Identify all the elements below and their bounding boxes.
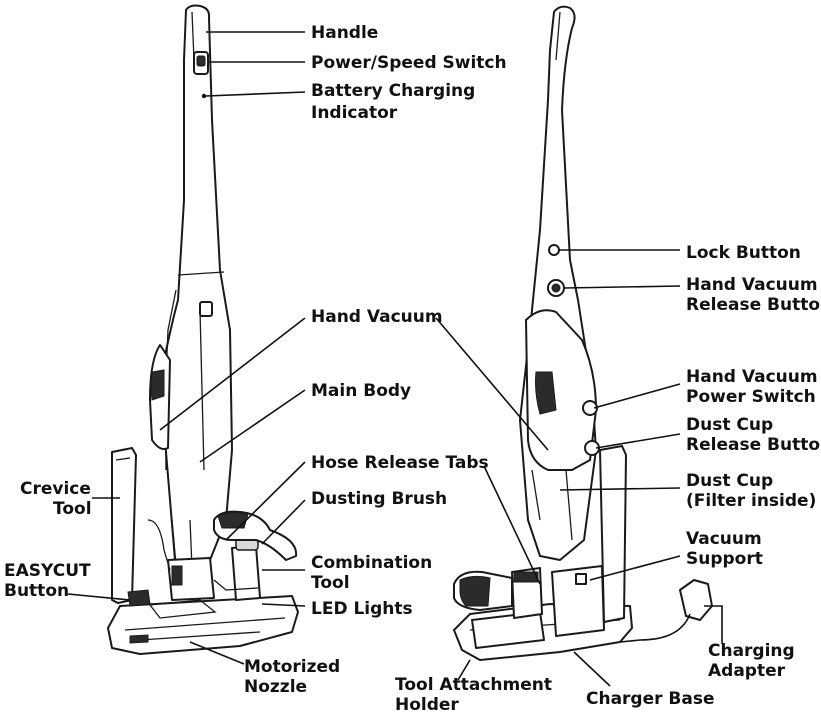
- label-easycut-1: EASYCUT: [4, 561, 91, 581]
- labels: Handle Power/Speed Switch Battery Chargi…: [4, 23, 821, 714]
- front-view-vacuum: [107, 4, 299, 655]
- label-dust-cup-1: Dust Cup: [686, 471, 773, 491]
- back-hand-vacuum: [525, 309, 597, 471]
- back-view-vacuum: [453, 5, 713, 661]
- label-motorized-nozzle-1: Motorized: [244, 657, 340, 677]
- label-combination-tool-1: Combination: [311, 553, 432, 573]
- back-lock-button: [548, 244, 560, 256]
- label-charger-base: Charger Base: [586, 689, 715, 709]
- leader-lines: [67, 31, 723, 687]
- label-crevice-tool-1: Crevice: [20, 479, 91, 499]
- crevice-tool-front: [111, 447, 137, 604]
- label-power-speed-switch: Power/Speed Switch: [311, 53, 507, 73]
- label-charging-adapter-2: Adapter: [708, 661, 786, 681]
- label-hand-vac-release-1: Hand Vacuum: [686, 275, 818, 295]
- label-handle: Handle: [311, 23, 378, 43]
- label-hand-vac-release-2: Release Button: [686, 295, 821, 315]
- label-dust-cup-release-2: Release Button: [686, 435, 821, 455]
- charging-adapter: [679, 579, 713, 621]
- label-led-lights: LED Lights: [311, 599, 413, 619]
- label-dust-cup-release-1: Dust Cup: [686, 415, 773, 435]
- label-dust-cup-2: (Filter inside): [686, 491, 816, 511]
- label-vacuum-support-2: Support: [686, 549, 763, 569]
- label-crevice-tool-2: Tool: [53, 499, 92, 519]
- label-hand-vacuum: Hand Vacuum: [311, 307, 443, 327]
- label-vacuum-support-1: Vacuum: [686, 529, 762, 549]
- label-motorized-nozzle-2: Nozzle: [244, 677, 307, 697]
- label-tool-holder-1: Tool Attachment: [395, 675, 552, 695]
- battery-indicator-light: [201, 93, 207, 99]
- label-combination-tool-2: Tool: [311, 573, 350, 593]
- vacuum-support: [551, 565, 605, 637]
- label-hand-vac-power-1: Hand Vacuum: [686, 367, 818, 387]
- label-battery-indicator-1: Battery Charging: [311, 81, 475, 101]
- back-power-switch: [582, 400, 598, 416]
- label-lock-button: Lock Button: [686, 243, 801, 263]
- label-charging-adapter-1: Charging: [708, 641, 795, 661]
- easycut-button: [127, 589, 151, 607]
- label-tool-holder-2: Holder: [395, 695, 459, 714]
- label-main-body: Main Body: [311, 381, 411, 401]
- label-easycut-2: Button: [4, 581, 69, 601]
- combination-tool: [231, 545, 261, 601]
- label-dusting-brush: Dusting Brush: [311, 489, 447, 509]
- front-handle: [159, 4, 233, 571]
- label-battery-indicator-2: Indicator: [311, 103, 398, 123]
- label-hand-vac-power-2: Power Switch: [686, 387, 816, 407]
- label-hose-release-tabs: Hose Release Tabs: [311, 453, 489, 473]
